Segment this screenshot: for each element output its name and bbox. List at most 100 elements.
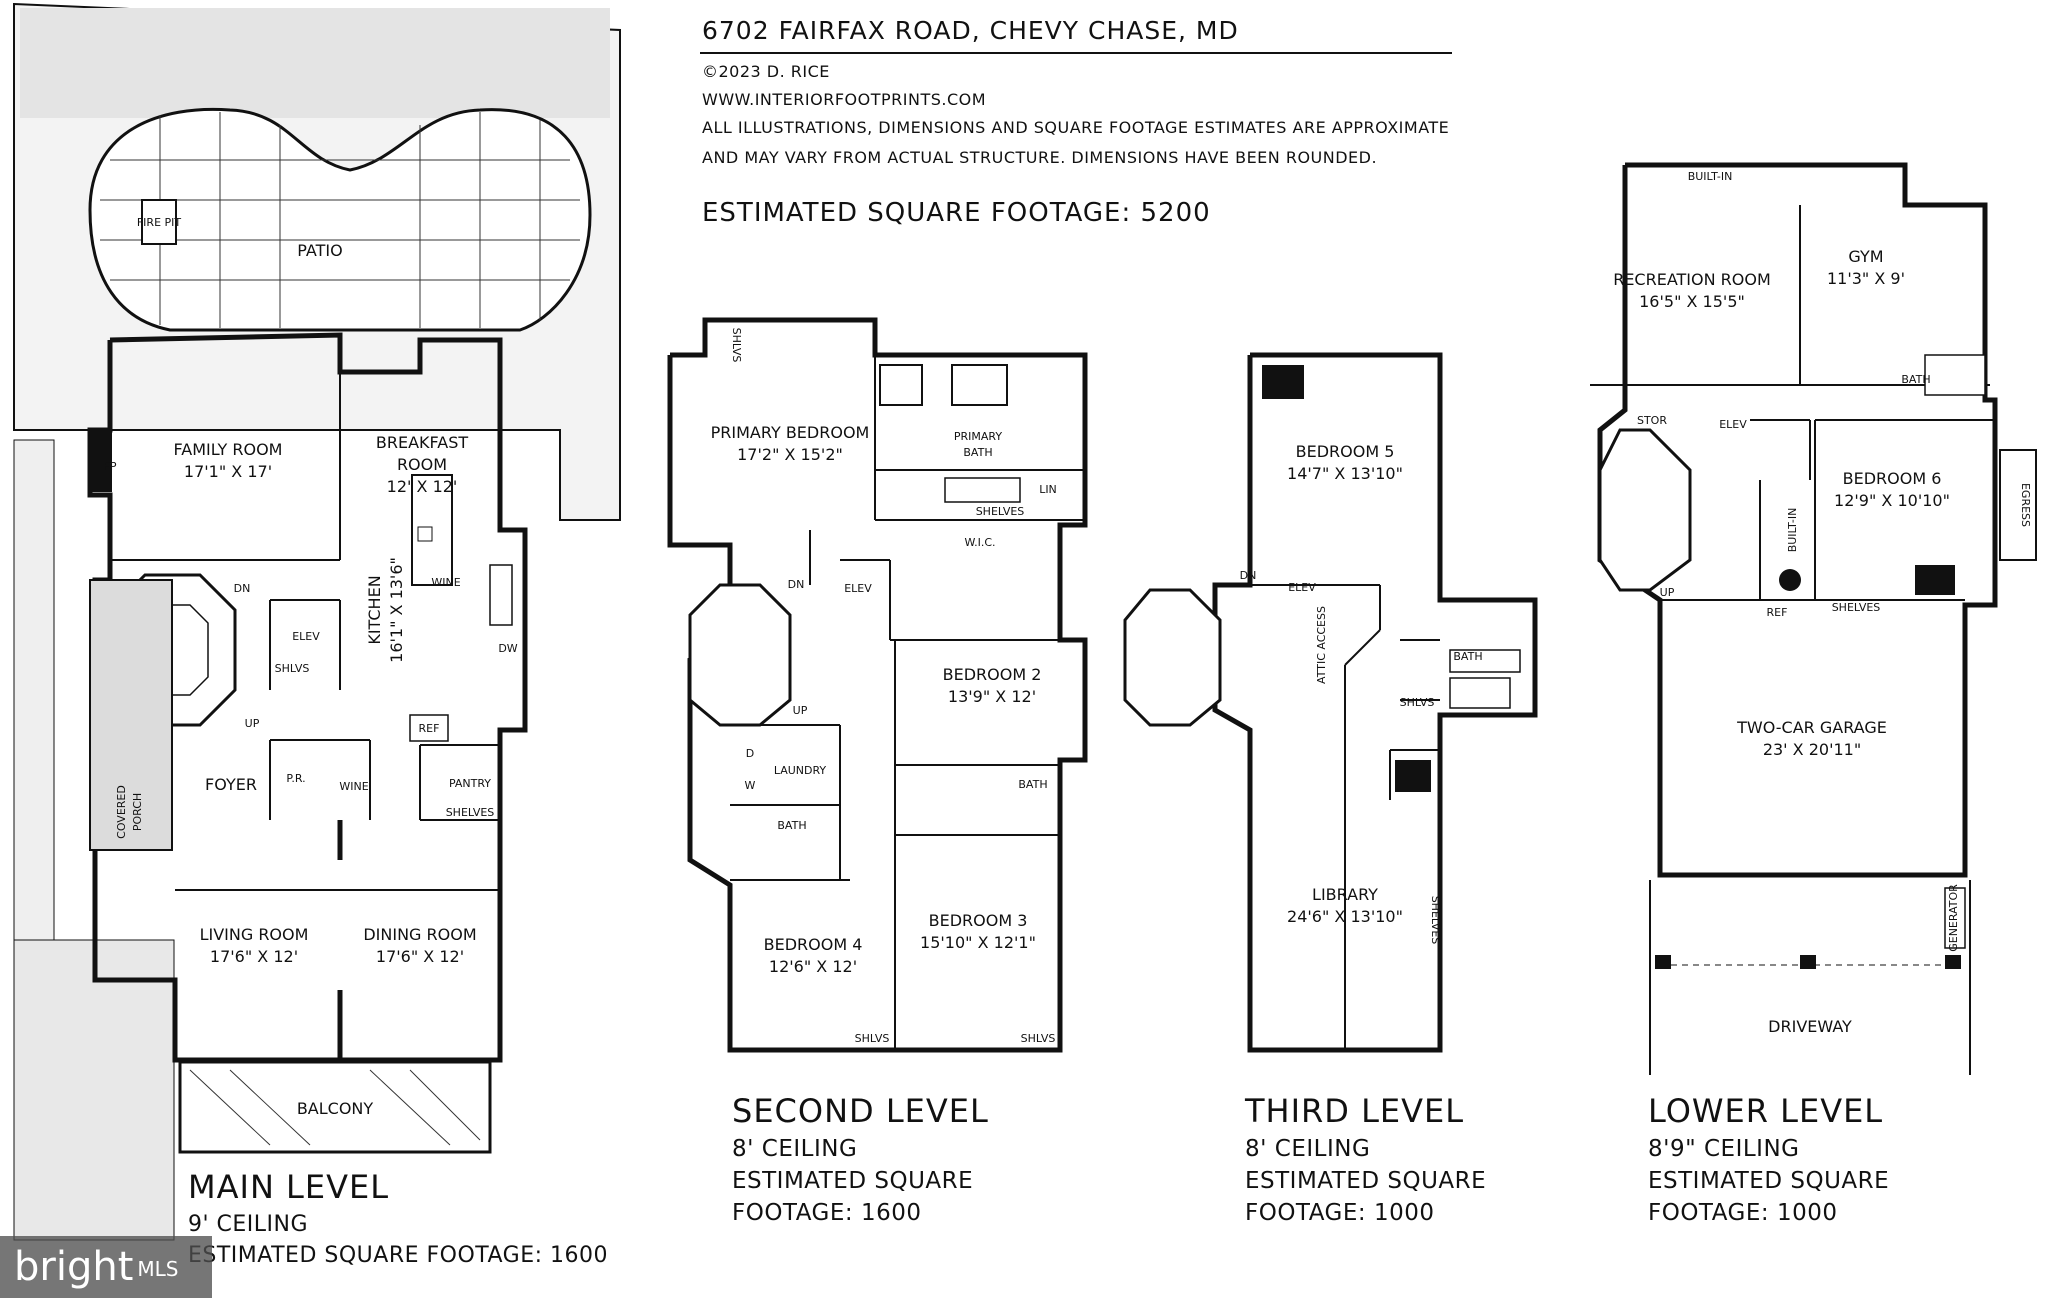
- second-level-sqft-2: FOOTAGE: 1600: [732, 1200, 922, 1226]
- fire-pit-label: FIRE PIT: [137, 216, 182, 229]
- bedroom3-label: BEDROOM 3: [929, 911, 1028, 930]
- fireplace-label: FP: [104, 460, 117, 473]
- breakfast-room-dim: 12' X 12': [387, 477, 458, 496]
- third-level-name: THIRD LEVEL: [1245, 1092, 1465, 1130]
- second-level-ceiling: 8' CEILING: [732, 1136, 858, 1162]
- wine-label: WINE: [431, 576, 460, 589]
- main-level-sqft: ESTIMATED SQUARE FOOTAGE: 1600: [188, 1243, 609, 1268]
- egress-label: EGRESS: [2019, 483, 2032, 527]
- covered-porch-label-2: PORCH: [131, 793, 144, 831]
- bedroom2-dim: 13'9" X 12': [948, 687, 1036, 706]
- third-level-sqft-1: ESTIMATED SQUARE: [1245, 1168, 1487, 1194]
- second-level-sqft-1: ESTIMATED SQUARE: [732, 1168, 974, 1194]
- third-level-sqft-2: FOOTAGE: 1000: [1245, 1200, 1435, 1226]
- lower-level-ceiling: 8'9" CEILING: [1648, 1136, 1800, 1162]
- garage-label: TWO-CAR GARAGE: [1736, 718, 1887, 737]
- recreation-room-label: RECREATION ROOM: [1613, 270, 1771, 289]
- main-wine-label: WINE: [339, 780, 368, 793]
- property-address: 6702 FAIRFAX ROAD, CHEVY CHASE, MD: [702, 16, 1239, 45]
- covered-porch-label-1: COVERED: [115, 785, 128, 839]
- lower-level-name: LOWER LEVEL: [1648, 1092, 1884, 1130]
- header-rule: [700, 52, 1452, 54]
- family-room-label: FAMILY ROOM: [174, 440, 283, 459]
- second-stairs-up: UP: [793, 704, 808, 717]
- storage-label: STOR: [1637, 414, 1667, 427]
- watermark-suffix: MLS: [137, 1257, 179, 1281]
- bedroom6-label: BEDROOM 6: [1843, 469, 1942, 488]
- lower-shelves-label: SHELVES: [1832, 601, 1881, 614]
- library-label: LIBRARY: [1312, 885, 1378, 904]
- third-elevator-label: ELEV: [1288, 581, 1316, 594]
- main-interior-walls: [110, 372, 500, 1060]
- covered-porch-brick: [89, 579, 173, 851]
- primary-bedroom-dim: 17'2" X 15'2": [737, 445, 843, 464]
- lower-ref-label: REF: [1767, 606, 1788, 619]
- gym-label: GYM: [1848, 247, 1883, 266]
- second-shlvs-label: SHLVS: [730, 328, 743, 363]
- fire-pit: [141, 199, 177, 245]
- bedroom5-dim: 14'7" X 13'10": [1287, 464, 1403, 483]
- lower-level-sqft-1: ESTIMATED SQUARE: [1648, 1168, 1890, 1194]
- washer-label: W: [745, 779, 756, 792]
- main-level-plan: FIRE PIT PATIO: [13, 2, 621, 1241]
- bedroom5-chimney: [1262, 365, 1304, 399]
- primary-bedroom-label: PRIMARY BEDROOM: [711, 423, 870, 442]
- third-bath-label: BATH: [1453, 650, 1482, 663]
- bedroom6-dim: 12'9" X 10'10": [1834, 491, 1950, 510]
- disclaimer-line-2: AND MAY VARY FROM ACTUAL STRUCTURE. DIME…: [702, 148, 1378, 167]
- living-room-label: LIVING ROOM: [200, 925, 309, 944]
- lower-level-caption: LOWER LEVEL 8'9" CEILING ESTIMATED SQUAR…: [1648, 1092, 1889, 1226]
- fireplace: [90, 432, 112, 492]
- third-level-plan: BEDROOM 5 14'7" X 13'10" ELEV DN ATTIC A…: [1123, 352, 1538, 1053]
- pantry-label: PANTRY: [449, 777, 491, 790]
- lower-stairs: [1598, 428, 1692, 592]
- dining-room-label: DINING ROOM: [363, 925, 476, 944]
- lower-level-plan: BUILT-IN RECREATION ROOM 16'5" X 15'5" G…: [1590, 162, 2037, 1075]
- patio-outline: [88, 107, 592, 332]
- attic-access-label: ATTIC ACCESS: [1315, 606, 1328, 684]
- breakfast-room-label: BREAKFAST: [376, 433, 468, 452]
- balcony-hatch: [189, 1069, 481, 1146]
- walk-in-closet-label: W.I.C.: [964, 536, 995, 549]
- driveway-label: DRIVEWAY: [1768, 1017, 1852, 1036]
- total-square-footage: ESTIMATED SQUARE FOOTAGE: 5200: [702, 198, 1211, 228]
- balcony-label: BALCONY: [297, 1099, 374, 1118]
- primary-shelves-label: SHELVES: [976, 505, 1025, 518]
- refrigerator: [409, 714, 449, 742]
- hall-bath-label: BATH: [777, 819, 806, 832]
- built-in-label: BUILT-IN: [1688, 170, 1733, 183]
- second-level-name: SECOND LEVEL: [732, 1092, 989, 1130]
- kitchen-label: KITCHEN: [365, 575, 384, 644]
- third-shlvs-label: SHLVS: [1400, 696, 1435, 709]
- second-level-plan: PRIMARY BEDROOM 17'2" X 15'2" PRIMARY BA…: [667, 317, 1088, 1053]
- main-east-walls: [109, 332, 528, 1063]
- main-level-ceiling: 9' CEILING: [188, 1212, 309, 1237]
- bedroom5-label: BEDROOM 5: [1296, 442, 1395, 461]
- primary-vanity: [944, 477, 1021, 503]
- bedroom2-label: BEDROOM 2: [943, 665, 1042, 684]
- lower-elevator-label: ELEV: [1719, 418, 1747, 431]
- main-level-name: MAIN LEVEL: [188, 1168, 390, 1206]
- lower-level-sqft-2: FOOTAGE: 1000: [1648, 1200, 1838, 1226]
- living-room-dim: 17'6" X 12': [210, 947, 298, 966]
- pantry-shelves-label: SHELVES: [446, 806, 495, 819]
- refrigerator-label: REF: [419, 722, 440, 735]
- third-interior-walls: [1250, 584, 1440, 1050]
- primary-tub: [951, 364, 1008, 406]
- family-room-dim: 17'1" X 17': [184, 462, 272, 481]
- watermark-brand: bright: [14, 1244, 134, 1290]
- breakfast-room-label-2: ROOM: [397, 455, 447, 474]
- third-level-ceiling: 8' CEILING: [1245, 1136, 1371, 1162]
- third-stairs: [1123, 588, 1222, 727]
- second-elevator-label: ELEV: [844, 582, 872, 595]
- stairs-up-label: UP: [245, 717, 260, 730]
- gym-shower: [1924, 354, 1986, 396]
- shrub-hedge: [20, 8, 610, 118]
- lower-chimney: [1915, 565, 1955, 595]
- main-level-caption: MAIN LEVEL 9' CEILING ESTIMATED SQUARE F…: [188, 1168, 608, 1268]
- laundry-label: LAUNDRY: [774, 764, 827, 777]
- jack-jill-bath-label: BATH: [1018, 778, 1047, 791]
- bedroom4-shlvs-label: SHLVS: [855, 1032, 890, 1045]
- third-chimney: [1395, 760, 1431, 792]
